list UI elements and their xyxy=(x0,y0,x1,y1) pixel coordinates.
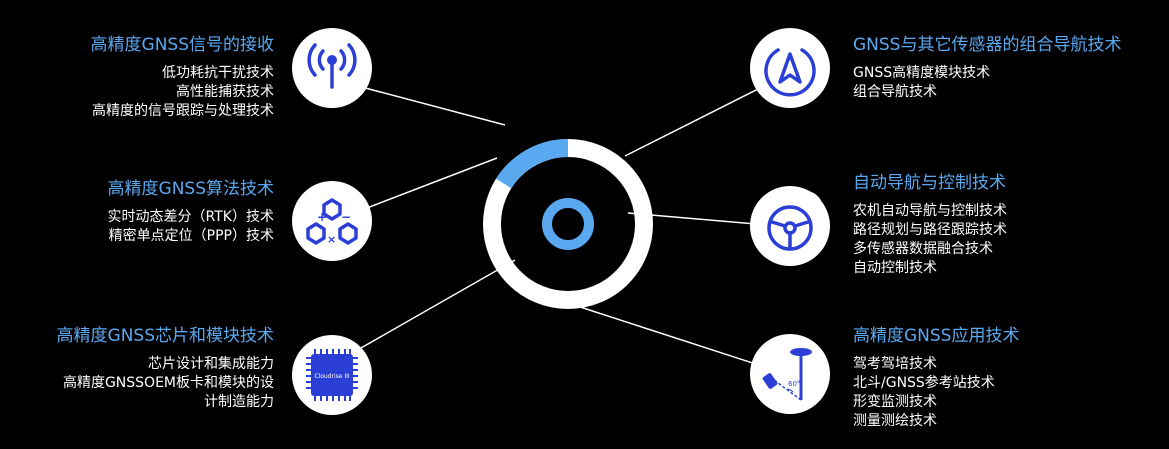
block-title: GNSS与其它传感器的组合导航技术 xyxy=(853,35,1122,55)
chip-label: Cloudrise III xyxy=(314,373,350,380)
angle-label: 60° xyxy=(788,380,800,388)
block-title: 高精度GNSS信号的接收 xyxy=(90,35,274,55)
block-gnss-application: 高精度GNSS应用技术 驾考驾培技术 北斗/GNSS参考站技术 形变监测技术 测… xyxy=(853,325,1169,431)
block-integrated-navigation: GNSS与其它传感器的组合导航技术 GNSS高精度模块技术 组合导航技术 xyxy=(853,34,1169,102)
svg-text:+: + xyxy=(317,210,327,224)
block-title: 高精度GNSS应用技术 xyxy=(853,326,1020,346)
hub-ring-highlight xyxy=(496,139,569,189)
block-gnss-algorithm: 高精度GNSS算法技术 实时动态差分（RTK）技术 精密单点定位（PPP）技术 xyxy=(0,178,274,246)
block-title: 高精度GNSS算法技术 xyxy=(107,179,274,199)
block-item: 测量测绘技术 xyxy=(853,413,937,429)
connector-line xyxy=(353,84,506,126)
surveying-instrument-icon: 60° xyxy=(750,334,830,414)
hub-core xyxy=(542,198,594,250)
block-title: 自动导航与控制技术 xyxy=(853,173,1006,193)
svg-text:×: × xyxy=(327,233,336,246)
block-item: 农机自动导航与控制技术 xyxy=(853,203,1007,219)
block-item: 实时动态差分（RTK）技术 xyxy=(107,209,274,225)
algorithm-molecule-icon: + − × xyxy=(292,181,372,261)
block-item: 驾考驾培技术 xyxy=(853,356,937,372)
block-auto-navigation-control: 自动导航与控制技术 农机自动导航与控制技术 路径规划与路径跟踪技术 多传感器数据… xyxy=(853,172,1169,278)
block-item: 多传感器数据融合技术 xyxy=(853,241,993,257)
connector-line xyxy=(624,83,769,157)
block-item: 高性能捕获技术 xyxy=(176,84,274,100)
chip-icon: Cloudrise III xyxy=(292,335,372,415)
block-gnss-signal-reception: 高精度GNSS信号的接收 低功耗抗干扰技术 高性能捕获技术 高精度的信号跟踪与处… xyxy=(0,34,274,121)
connector-line xyxy=(353,259,516,353)
signal-antenna-icon xyxy=(292,28,372,108)
connector-line xyxy=(573,304,769,369)
block-item: 形变监测技术 xyxy=(853,394,937,410)
block-item: 路径规划与路径跟踪技术 xyxy=(853,222,1007,238)
block-item: 北斗/GNSS参考站技术 xyxy=(853,375,995,391)
block-item: 组合导航技术 xyxy=(853,84,937,100)
navigation-arrow-icon xyxy=(750,28,830,108)
block-item: 精密单点定位（PPP）技术 xyxy=(108,228,274,244)
block-item: 低功耗抗干扰技术 xyxy=(162,65,274,81)
block-item: 芯片设计和集成能力 xyxy=(148,356,274,372)
connector-line xyxy=(353,157,498,214)
block-item: GNSS高精度模块技术 xyxy=(853,65,991,81)
block-item: 高精度的信号跟踪与处理技术 xyxy=(92,103,274,119)
svg-text:−: − xyxy=(341,210,351,224)
block-item: 自动控制技术 xyxy=(853,260,937,276)
block-gnss-chip-module: 高精度GNSS芯片和模块技术 芯片设计和集成能力 高精度GNSSOEM板卡和模块… xyxy=(0,325,274,412)
block-item: 高精度GNSSOEM板卡和模块的设 xyxy=(62,375,274,391)
steering-wheel-icon xyxy=(750,186,830,266)
block-item: 计制造能力 xyxy=(204,394,274,410)
block-title: 高精度GNSS芯片和模块技术 xyxy=(56,326,274,346)
